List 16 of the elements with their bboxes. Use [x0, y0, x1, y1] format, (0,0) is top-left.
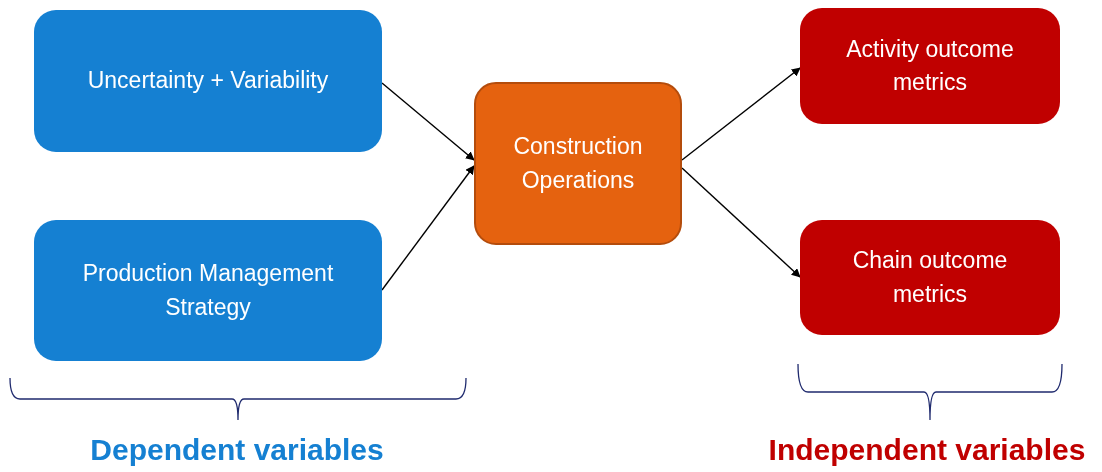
rounded-box — [800, 220, 1060, 335]
arrow — [381, 82, 475, 161]
box-label: Production Management Strategy — [81, 259, 335, 322]
rounded-box — [474, 82, 682, 245]
rounded-box — [34, 220, 382, 361]
arrow — [681, 67, 801, 161]
arrow — [381, 165, 475, 291]
box-label: Chain outcome metrics — [851, 246, 1009, 309]
box-label: Uncertainty + Variability — [87, 66, 329, 96]
arrow — [681, 167, 801, 278]
group-label: Independent variables — [768, 433, 1086, 467]
box-label: Construction Operations — [512, 132, 644, 195]
group-label: Dependent variables — [90, 433, 384, 467]
rounded-box — [800, 8, 1060, 124]
rounded-box — [34, 10, 382, 152]
box-label: Activity outcome metrics — [845, 34, 1015, 97]
